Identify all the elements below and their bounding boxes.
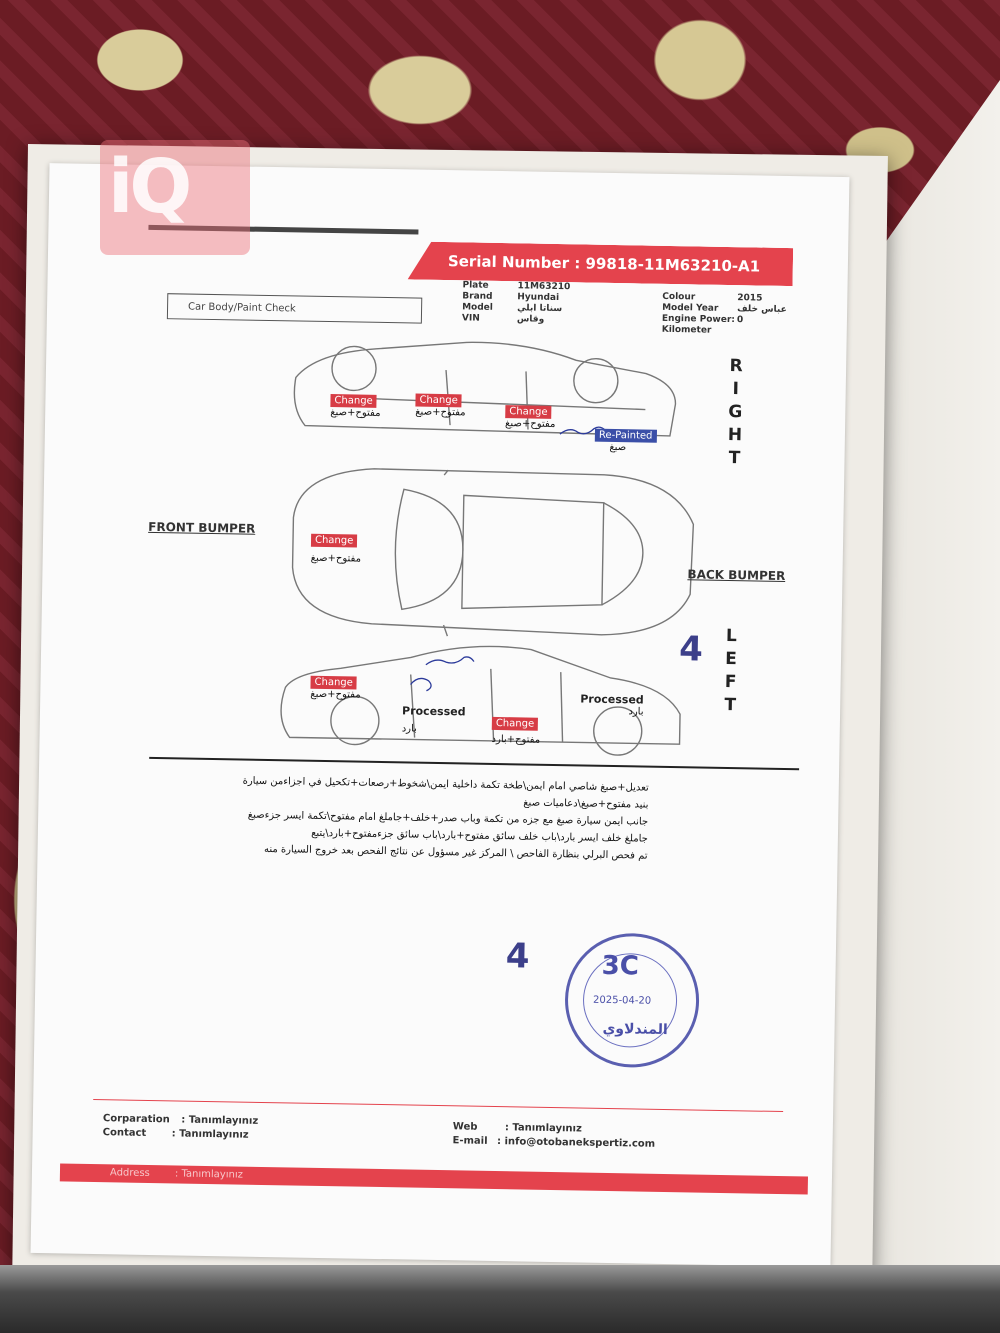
left-rear-wheel: [593, 706, 643, 756]
change-tag: Change: [491, 716, 539, 731]
inspection-notes: تعديل+صبغ شاصي امام ايمن\طخة تكمة داخلية…: [147, 771, 649, 865]
top-view-car-outline: [291, 468, 695, 636]
corp-value: : Tanımlayınız: [181, 1114, 259, 1127]
tag-group-9: Processed بارد: [580, 692, 644, 717]
change-tag: Change: [310, 675, 357, 690]
contact-label: Contact: [102, 1127, 147, 1139]
front-bumper-label: FRONT BUMPER: [148, 519, 256, 536]
damage-note: مفتوح+صبغ: [310, 688, 361, 701]
damage-note: مفتوح+بارد: [491, 733, 541, 746]
right-rear-wheel: [573, 357, 619, 404]
tag-group-7: Processed بارد: [402, 704, 466, 735]
web-label: Web: [452, 1121, 478, 1133]
corp-label: Corparation: [102, 1113, 170, 1126]
contact-value: : Tanımlayınız: [171, 1128, 249, 1141]
footer-left: Corparation : Tanımlayınız Contact : Tan…: [103, 1112, 259, 1143]
damage-note: صبغ: [609, 441, 627, 454]
left-front-wheel: [330, 695, 380, 746]
change-tag: Change: [330, 394, 377, 408]
address-bar: Address : Tanımlayınız: [59, 1163, 809, 1195]
damage-note: مفتوح+صبغ: [415, 406, 466, 419]
damage-note: مفتوح+صبغ: [504, 418, 556, 430]
stamp-code: 3C: [601, 950, 640, 982]
tag-group-4: Re-Painted صبغ: [594, 423, 657, 454]
stamp-date: 2025-04-20: [592, 994, 652, 1007]
address-label: Address: [109, 1167, 150, 1180]
damage-note: مفتوح+صبغ: [330, 407, 381, 419]
damage-note: بارد: [628, 706, 644, 718]
processed-tag: Processed: [580, 692, 644, 707]
web-value: : Tanımlayınız: [504, 1122, 582, 1135]
change-tag: Change: [505, 405, 552, 419]
left-side-car-outline: [280, 645, 681, 745]
tag-group-2: Change مفتوح+صبغ: [415, 388, 466, 419]
handwriting-scribble-right: [559, 426, 607, 435]
right-side-car-outline: [293, 341, 677, 437]
footer-divider: [93, 1099, 784, 1113]
email-value: : info@otobanekspertiz.com: [496, 1136, 656, 1150]
tag-group-5: Change مفتوح+صبغ: [311, 528, 362, 565]
change-tag: Change: [415, 393, 462, 408]
footer-right: Web : Tanımlayınız E-mail : info@otobane…: [452, 1120, 655, 1152]
stamp-name: المندلاوي: [602, 1020, 668, 1039]
inspection-sheet: Serial Number : 99818-11M63210-A1 Car Bo…: [30, 163, 850, 1267]
damage-note: بارد: [401, 723, 417, 735]
handwritten-number-stamp: 4: [505, 936, 530, 977]
metal-tray: [0, 1265, 1000, 1333]
handwritten-number-diagram: 4: [678, 629, 704, 670]
handwriting-scribble-left: [425, 656, 475, 666]
tag-group-8: Change مفتوح+بارد: [491, 711, 540, 746]
address-value: : Tanımlayınız: [174, 1168, 244, 1181]
tag-group-3: Change مفتوح+صبغ: [505, 399, 556, 430]
tag-group-6: Change مفتوح+صبغ: [310, 670, 361, 701]
back-bumper-label: BACK BUMPER: [687, 567, 786, 584]
tag-group-1: Change مفتوح+صبغ: [330, 388, 381, 419]
watermark-logo: iQ: [100, 140, 250, 255]
right-front-wheel: [331, 345, 377, 392]
damage-note: مفتوح+صبغ: [310, 552, 362, 565]
repainted-tag: Re-Painted: [594, 428, 657, 443]
change-tag: Change: [310, 533, 358, 548]
processed-tag: Processed: [401, 704, 466, 719]
email-label: E-mail: [452, 1135, 488, 1147]
